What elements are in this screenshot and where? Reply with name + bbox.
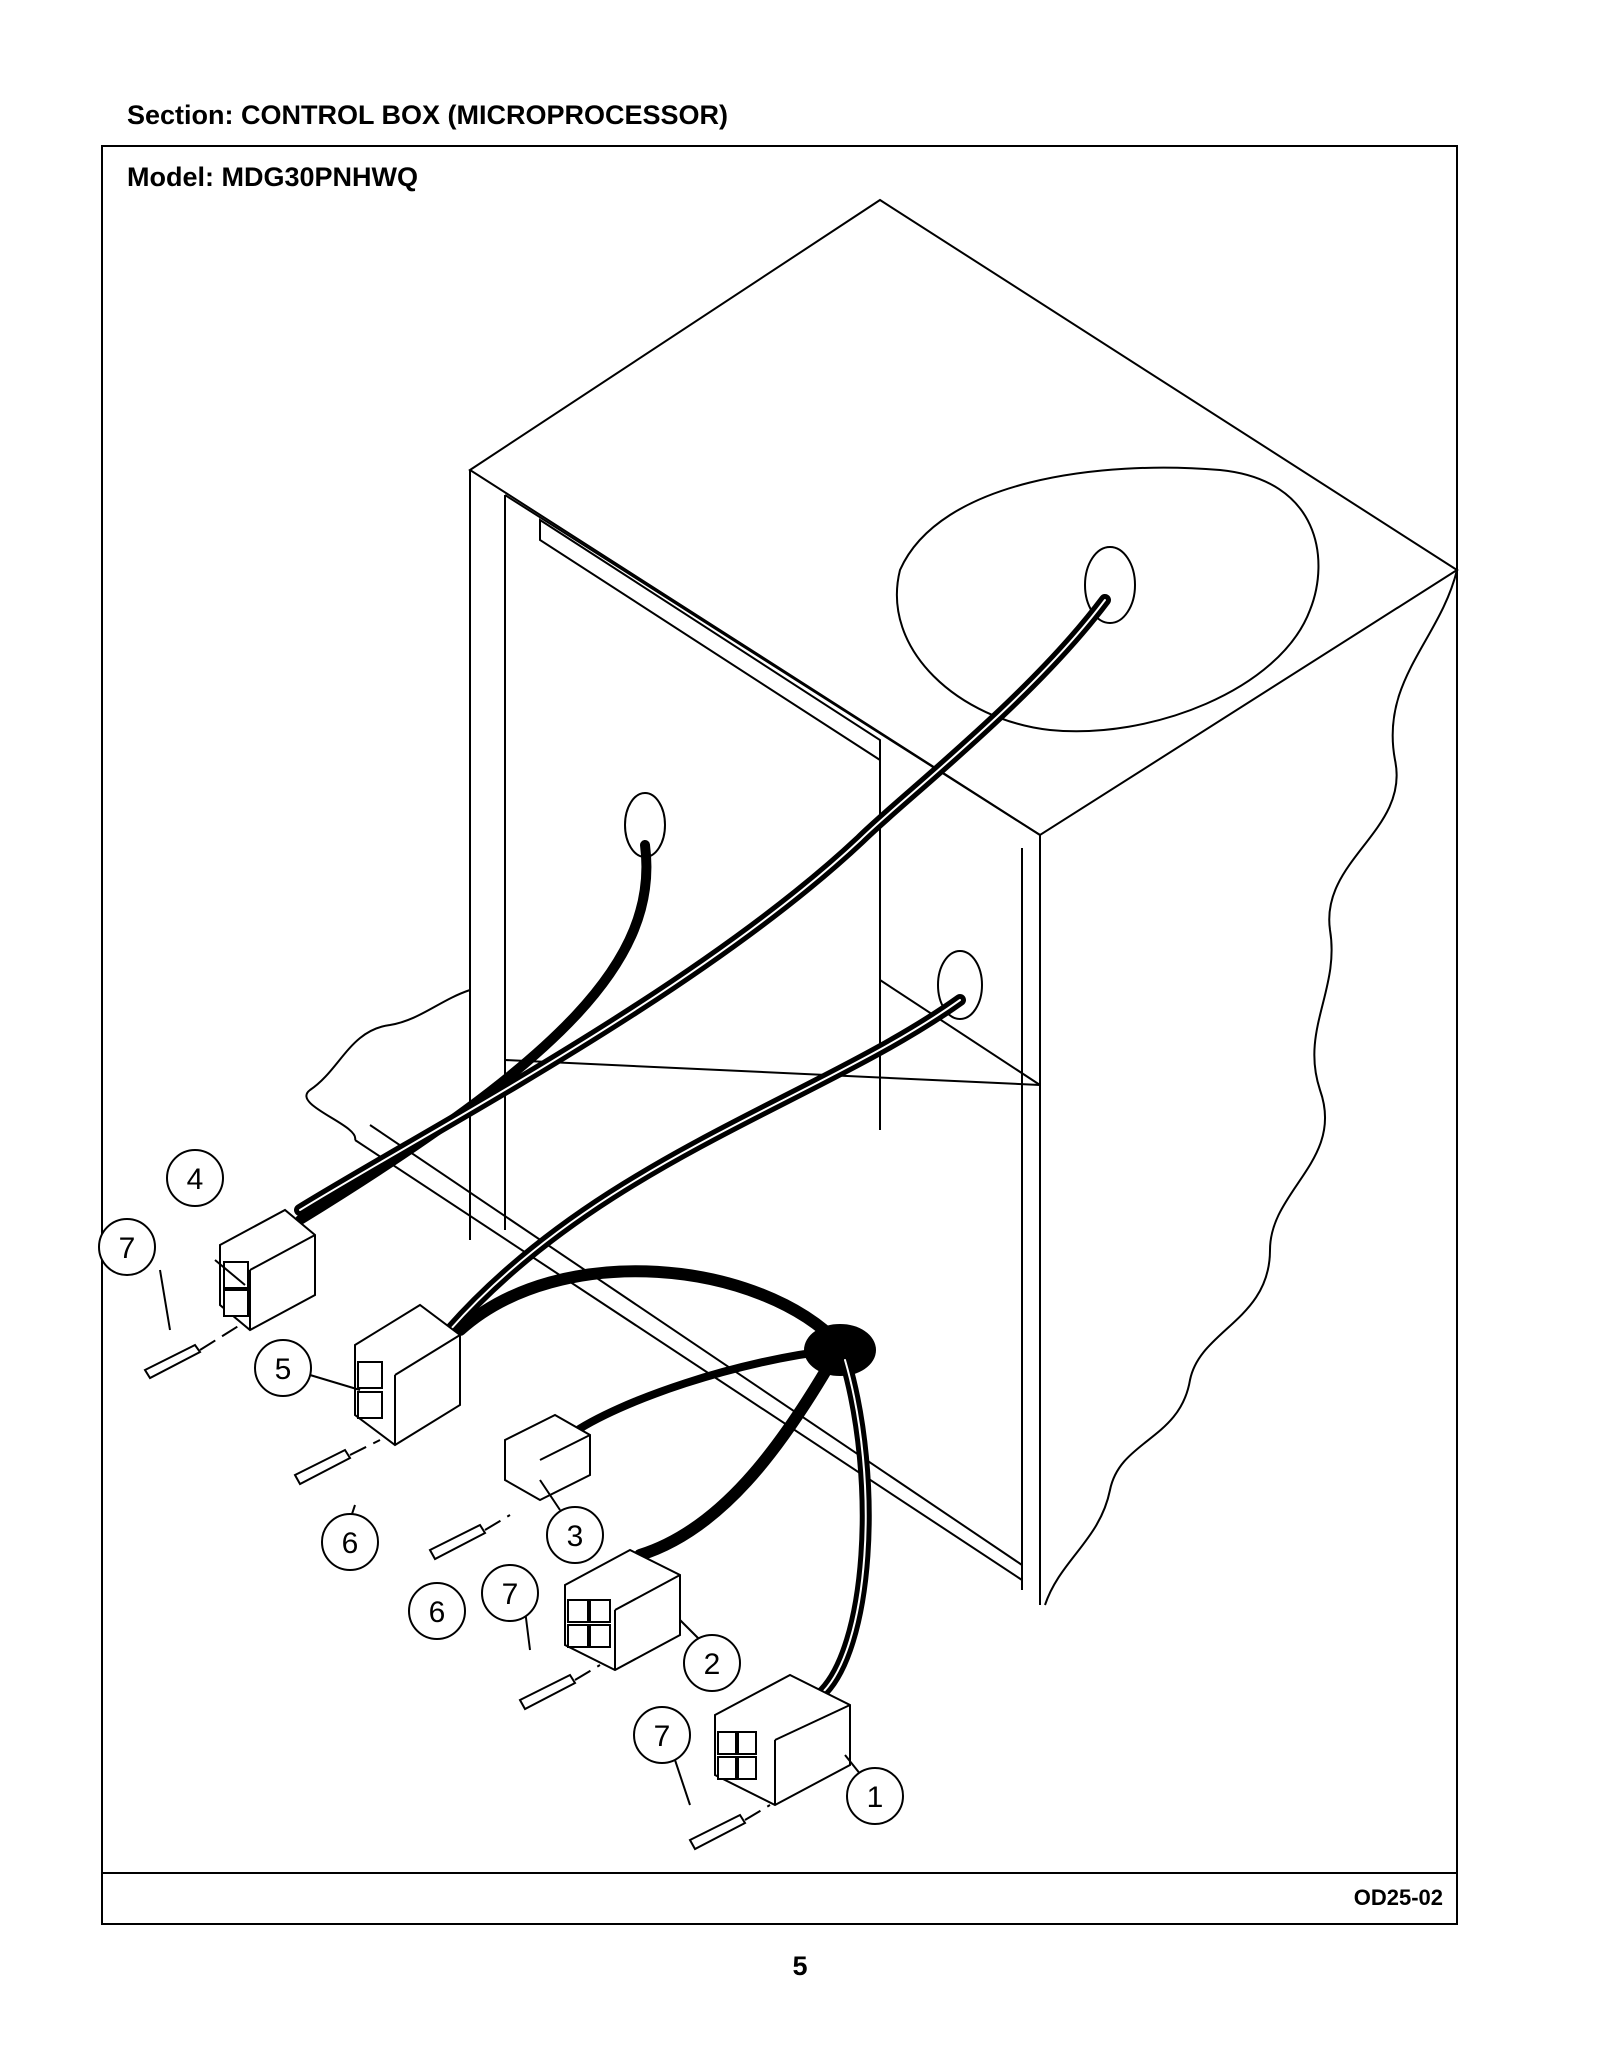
document-code: OD25-02 [1353, 1885, 1443, 1910]
callout-4: 4 [166, 1149, 224, 1207]
connector-4 [219, 1208, 316, 1332]
callout-7: 7 [481, 1564, 539, 1622]
callout-7: 7 [98, 1218, 156, 1276]
connector-2 [564, 1548, 681, 1672]
callout-7: 7 [633, 1706, 691, 1764]
callout-label: 3 [567, 1520, 584, 1553]
callout-label: 6 [429, 1596, 446, 1629]
callout-6: 6 [321, 1513, 379, 1571]
callout-1: 1 [846, 1767, 904, 1825]
page-number: 5 [792, 1951, 808, 1981]
diagram-frame [101, 145, 1458, 1925]
callout-label: 4 [187, 1163, 204, 1196]
model-label: Model: MDG30PNHWQ [127, 162, 419, 192]
leader-lines [199, 1324, 771, 1821]
control-box-cabinet [305, 198, 1459, 1606]
callout-label: 5 [275, 1353, 292, 1386]
section-title: Section: CONTROL BOX (MICROPROCESSOR) [127, 100, 729, 130]
callout-label: 7 [502, 1578, 519, 1611]
connector-5 [354, 1303, 461, 1447]
callout-5: 5 [254, 1339, 312, 1397]
callout-2: 2 [683, 1634, 741, 1692]
callout-label: 1 [867, 1781, 884, 1814]
callout-3: 3 [546, 1506, 604, 1564]
callout-6: 6 [408, 1582, 466, 1640]
callout-label: 7 [654, 1720, 671, 1753]
terminal-pins [143, 1343, 747, 1851]
connector-3 [504, 1413, 591, 1502]
callout-label: 2 [704, 1648, 721, 1681]
callout-label: 6 [342, 1527, 359, 1560]
callout-label: 7 [119, 1232, 136, 1265]
connector-1 [714, 1673, 851, 1807]
footer-divider [101, 1872, 1458, 1874]
